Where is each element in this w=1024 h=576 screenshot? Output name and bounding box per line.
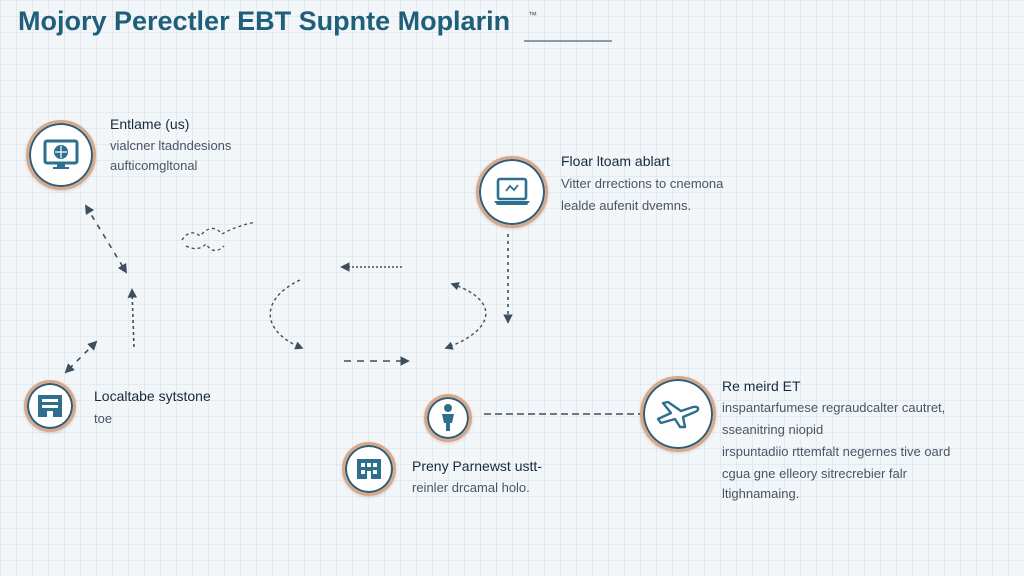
node-bottom-mid-title: Preny Parnewst ustt- <box>412 458 542 474</box>
node-top-right-title: Floar ltoam ablart <box>561 153 670 169</box>
monitor-globe-icon <box>26 120 96 190</box>
title-underline <box>524 40 612 42</box>
building-icon <box>342 442 396 496</box>
server-rack-icon <box>24 380 76 432</box>
node-bottom-left-line-1: toe <box>94 411 113 426</box>
page-title: Mojory Perectler EBT Supnte Moplarin <box>18 6 511 36</box>
node-bottom-right-line-3: irspuntadiio rttemfalt negernes tive oar… <box>722 444 951 459</box>
node-bottom-right-line-4: cgua gne elleory sitrecrebier falr <box>722 466 907 481</box>
node-bottom-mid-line-1: reinler drcamal holo. <box>412 480 530 495</box>
node-top-left-title: Entlame (us) <box>110 116 190 132</box>
node-top-right-line-1: Vitter drrections to cnemona <box>561 176 724 191</box>
connector-left-to-bl <box>64 340 98 374</box>
node-bottom-right-line-5: ltighnamaing. <box>722 486 800 501</box>
node-bottom-right-line-2: sseanitring niopid <box>722 422 824 437</box>
node-top-left-line-1: vialcner ltadndesions <box>110 138 232 153</box>
person-icon <box>424 394 472 442</box>
node-bottom-right-line-1: inspantarfumese regraudcalter cautret, <box>722 400 946 415</box>
connector-tl-down <box>85 204 127 274</box>
connector-left-vertical <box>127 288 138 349</box>
laptop-icon <box>476 156 548 228</box>
connector-cycle-left <box>269 279 304 350</box>
connector-cycle-right <box>444 282 487 350</box>
node-top-right-line-2: lealde aufenit dvemns. <box>561 198 692 213</box>
connector-squiggle <box>181 221 257 252</box>
node-bottom-right-title: Re meird ET <box>722 378 801 394</box>
node-top-left-line-2: aufticomgltonal <box>110 158 198 173</box>
airplane-icon <box>640 376 716 452</box>
node-bottom-left-title: Localtabe sytstone <box>94 388 211 404</box>
trademark-mark: ™ <box>528 10 537 20</box>
